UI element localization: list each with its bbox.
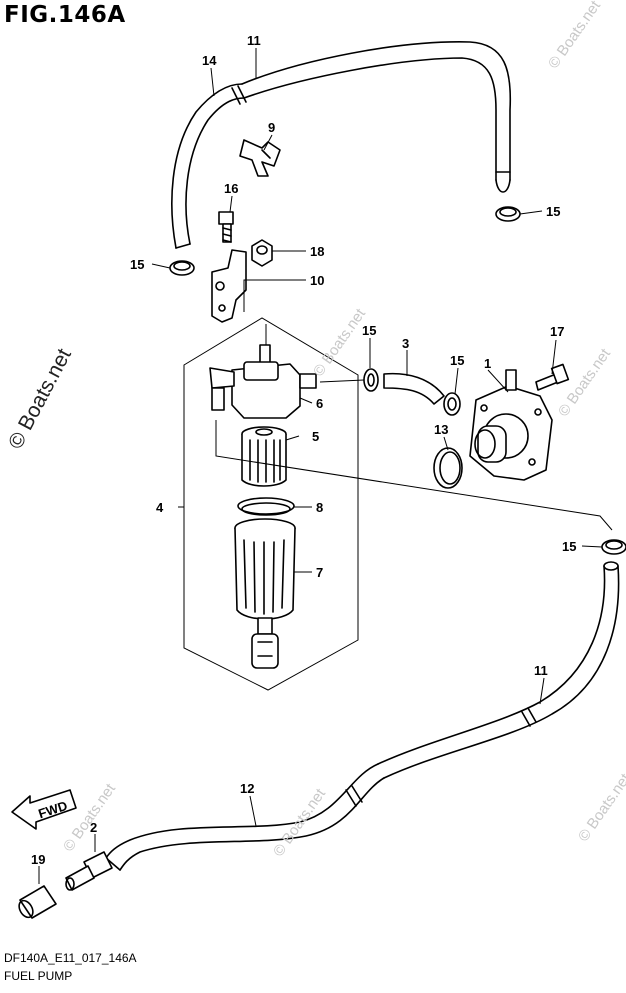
fuel-hose-14[interactable] (171, 83, 245, 249)
callout-4: 4 (156, 500, 164, 515)
callout-5: 5 (312, 429, 319, 444)
fuel-hose-12[interactable] (105, 763, 385, 871)
filter-head-6[interactable] (209, 344, 317, 419)
leader-lines (38, 48, 613, 884)
callout-7: 7 (316, 565, 323, 580)
figure-title: FIG.146A (4, 2, 126, 28)
fuel-hose-11-upper[interactable] (231, 41, 512, 193)
callout-10: 10 (310, 273, 324, 288)
callout-18: 18 (310, 244, 324, 259)
callout-8: 8 (316, 500, 323, 515)
filter-element-5[interactable] (241, 426, 287, 487)
hose-clamp-15-c[interactable] (363, 368, 379, 392)
callout-6: 6 (316, 396, 323, 411)
figure-code: DF140A_E11_017_146A (4, 951, 137, 965)
callout-1: 1 (484, 356, 491, 371)
callout-17: 17 (550, 324, 564, 339)
nut-18[interactable] (251, 239, 273, 267)
forward-arrow-icon (11, 789, 77, 830)
fuel-pump-1[interactable] (469, 369, 553, 481)
figure-name: FUEL PUMP (4, 969, 73, 983)
callout-15-d: 15 (450, 353, 464, 368)
connector-19[interactable] (16, 885, 57, 920)
filter-bowl-7[interactable] (234, 518, 296, 669)
hose-clamp-15-a[interactable] (169, 260, 195, 276)
callout-12: 12 (240, 781, 254, 796)
callout-2: 2 (90, 820, 97, 835)
fuel-hose-11-lower[interactable] (377, 561, 620, 779)
hose-clamp-15-b[interactable] (495, 206, 521, 222)
callout-15-e: 15 (562, 539, 576, 554)
bolt-17[interactable] (535, 363, 570, 391)
callout-3: 3 (402, 336, 409, 351)
hose-fitting-2[interactable] (65, 851, 113, 891)
callout-14: 14 (202, 53, 217, 68)
callout-11-upper: 11 (247, 33, 261, 48)
hose-clamp-15-e[interactable] (601, 539, 626, 555)
callout-15-c: 15 (362, 323, 376, 338)
hose-clip-9[interactable] (239, 139, 281, 177)
callout-11-lower: 11 (534, 663, 548, 678)
bracket-10[interactable] (211, 249, 247, 323)
o-ring-8[interactable] (237, 497, 295, 516)
callout-15-b: 15 (546, 204, 560, 219)
bolt-16[interactable] (218, 211, 234, 243)
callout-9: 9 (268, 120, 275, 135)
callout-13: 13 (434, 422, 448, 437)
hose-clamp-15-d[interactable] (443, 392, 461, 416)
callout-15-a: 15 (130, 257, 144, 272)
callout-19: 19 (31, 852, 45, 867)
o-ring-13[interactable] (433, 447, 463, 489)
callout-16: 16 (224, 181, 238, 196)
fuel-hose-3[interactable] (383, 372, 445, 405)
